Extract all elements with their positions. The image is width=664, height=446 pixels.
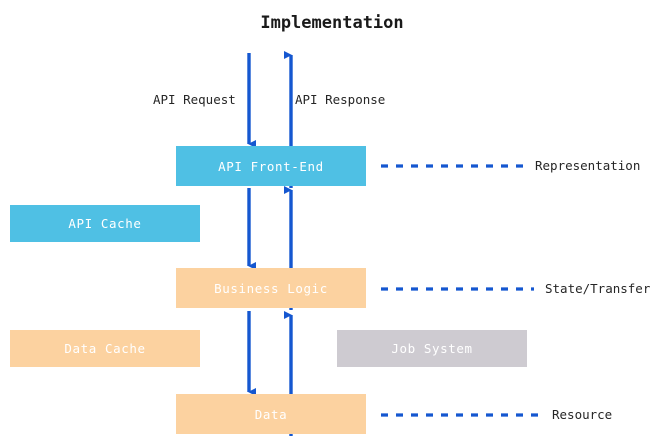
page-title: Implementation xyxy=(260,13,404,33)
node-label: Data xyxy=(254,406,288,422)
layer-label-representation: Representation xyxy=(535,158,641,173)
node-label: Business Logic xyxy=(214,280,328,296)
layer-label-state-transfer: State/Transfer xyxy=(545,281,651,296)
node-api-cache[interactable]: API Cache xyxy=(10,205,200,242)
flow-label-api-request: API Request xyxy=(153,92,236,107)
layer-dashed-lines xyxy=(381,164,541,417)
node-label: API Front-End xyxy=(218,158,324,174)
flow-arrows xyxy=(247,51,293,436)
flow-label-api-response: API Response xyxy=(295,92,386,107)
node-label: Data Cache xyxy=(64,341,146,356)
node-business-logic[interactable]: Business Logic xyxy=(176,268,366,308)
node-label: API Cache xyxy=(68,216,142,231)
node-job-system[interactable]: Job System xyxy=(337,330,527,367)
layer-label-resource: Resource xyxy=(552,407,613,422)
node-label: Job System xyxy=(391,341,473,356)
node-data[interactable]: Data xyxy=(176,394,366,434)
node-api-front-end[interactable]: API Front-End xyxy=(176,146,366,186)
node-data-cache[interactable]: Data Cache xyxy=(10,330,200,367)
